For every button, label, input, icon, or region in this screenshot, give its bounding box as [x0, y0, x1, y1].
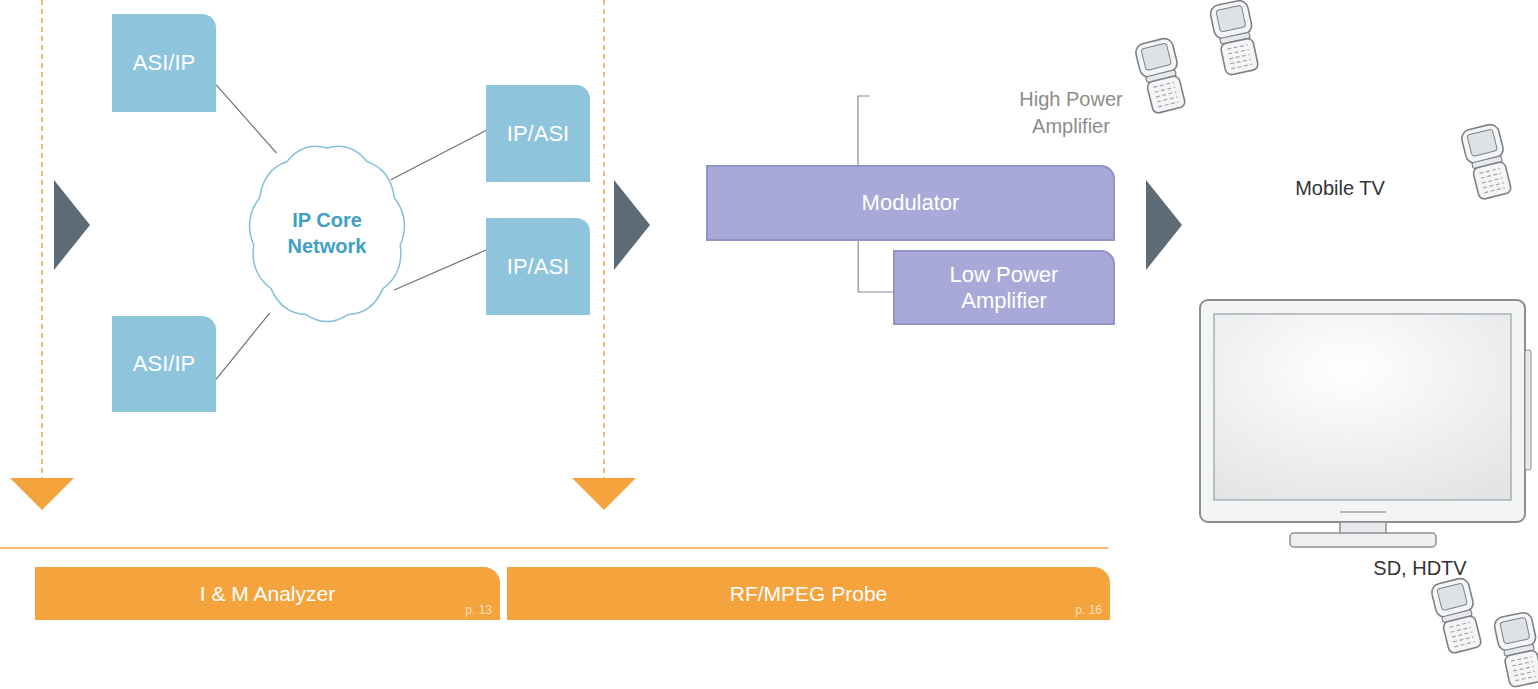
node-label: I & M Analyzer [200, 582, 335, 606]
converter-box: ASI/IP [112, 14, 216, 112]
divider-line [0, 547, 1108, 549]
converter-box: ASI/IP [112, 316, 216, 412]
node-label: IP/ASI [507, 254, 569, 280]
dashed-line [41, 0, 43, 480]
mobile-phone [1493, 611, 1538, 688]
connector [391, 131, 486, 180]
connector [216, 85, 277, 154]
connector [394, 250, 486, 290]
cloud-outline [243, 138, 411, 328]
connector [216, 313, 270, 380]
device-label: Mobile TV [1280, 176, 1400, 200]
probe-box: RF/MPEG Probe p. 16 [507, 567, 1110, 620]
converter-box: IP/ASI [486, 218, 590, 315]
down-triangle [572, 478, 636, 510]
node-label: ASI/IP [133, 351, 195, 377]
node-label: RF/MPEG Probe [730, 582, 888, 606]
mobile-phone [1209, 0, 1261, 76]
connector [858, 241, 893, 292]
mobile-phone [1430, 577, 1484, 655]
device-label: SD, HDTV [1360, 556, 1480, 580]
leader-line [858, 96, 870, 165]
node-label: Low Power Amplifier [925, 262, 1083, 314]
hdtv-monitor [1200, 300, 1531, 547]
node-label: IP Core Network [288, 207, 367, 259]
mobile-phone [1460, 123, 1514, 201]
flow-triangle [1146, 180, 1182, 270]
page-reference: p. 13 [465, 603, 492, 617]
node-label: Modulator [862, 190, 960, 216]
converter-box: IP/ASI [486, 85, 590, 182]
cloud-network: IP Core Network [243, 138, 411, 328]
amplifier-box: Low Power Amplifier [893, 250, 1115, 325]
flow-triangle [54, 180, 90, 270]
analyzer-box: I & M Analyzer p. 13 [35, 567, 500, 620]
flow-triangle [614, 180, 650, 270]
dashed-line [603, 0, 605, 480]
node-label: IP/ASI [507, 121, 569, 147]
node-label: ASI/IP [133, 50, 195, 76]
down-triangle [10, 478, 74, 510]
modulator-box: Modulator [706, 165, 1115, 241]
page-reference: p. 16 [1075, 603, 1102, 617]
component-label: High Power Amplifier [996, 86, 1146, 140]
mobile-phone [1134, 37, 1188, 115]
